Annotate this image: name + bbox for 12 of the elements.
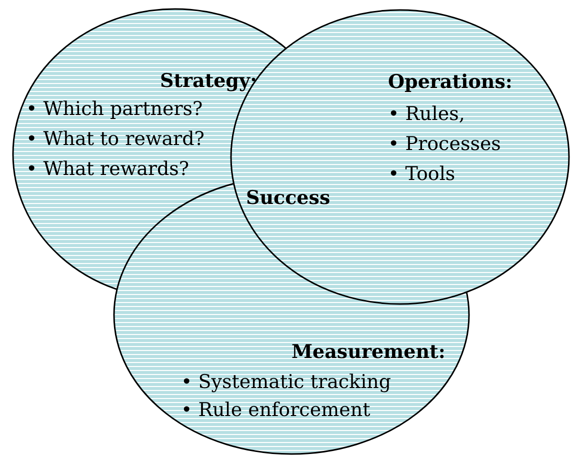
bullet-item: • Processes (388, 133, 501, 155)
bullet-item: • Rule enforcement (181, 399, 370, 421)
set-heading: Strategy: (160, 70, 258, 92)
bullet-item: • Rules, (388, 103, 465, 125)
bullet-item: • What to reward? (26, 128, 204, 150)
bullet-item: • What rewards? (26, 158, 190, 180)
set-heading: Operations: (388, 71, 512, 93)
bullet-item: • Which partners? (26, 98, 203, 120)
set-heading: Measurement: (292, 341, 446, 363)
bullet-item: • Systematic tracking (181, 371, 392, 393)
bullet-item: • Tools (388, 163, 456, 185)
center-label: Success (246, 187, 330, 209)
